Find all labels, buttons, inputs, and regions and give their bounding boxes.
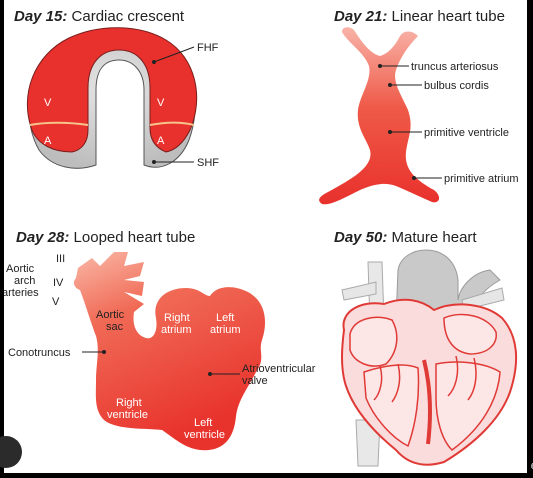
day15-panel: Day 15: Cardiac crescent V V A A FHF SHF — [14, 8, 219, 169]
left-atrium-outline — [443, 313, 497, 355]
fhf-leader — [153, 46, 195, 63]
right-ventricle-label-2: ventricle — [107, 409, 148, 421]
left-ventricle-outline — [435, 361, 501, 451]
heart-development-figure: Day 15: Cardiac crescent V V A A FHF SHF… — [4, 8, 519, 467]
truncus-leader-dot — [378, 64, 382, 68]
day28-panel: Day 28: Looped heart tube Aortic arch ar… — [4, 229, 316, 451]
shf-label: SHF — [197, 157, 219, 169]
fhf-region — [26, 27, 198, 153]
va-divider-right — [149, 121, 195, 126]
atrium-label: primitive atrium — [444, 173, 519, 185]
a-left-label: A — [44, 135, 52, 147]
tricuspid-valve-leaflet — [373, 363, 401, 403]
day21-panel: Day 21: Linear heart tube truncus arteri… — [319, 8, 519, 205]
av-valve-leader-dot — [208, 372, 212, 376]
truncus-label: truncus arteriosus — [411, 61, 499, 73]
right-atrium-label-1: Right — [164, 312, 190, 324]
arch-v-label: V — [52, 296, 60, 308]
left-ventricle-label-1: Left — [194, 417, 212, 429]
fhf-label: FHF — [197, 42, 219, 54]
right-atrium-label-2: atrium — [161, 324, 192, 336]
va-divider-left — [29, 121, 89, 126]
left-atrium-label-2: atrium — [210, 324, 241, 336]
day28-title: Day 28: Looped heart tube — [16, 229, 195, 246]
day21-title: Day 21: Linear heart tube — [334, 8, 505, 25]
av-valve-label-2: valve — [242, 375, 268, 387]
day15-title: Day 15: Cardiac crescent — [14, 8, 185, 25]
right-ventricle-outline — [363, 364, 420, 448]
shf-leader-dot — [152, 160, 156, 164]
right-ventricle-label-1: Right — [116, 397, 142, 409]
left-ventricle-label-2: ventricle — [184, 429, 225, 441]
day50-panel: Day 50: Mature heart — [334, 229, 518, 467]
v-right-label: V — [157, 97, 165, 109]
aortic-sac-label-2: sac — [106, 321, 124, 333]
atrium-leader-dot — [412, 176, 416, 180]
aortic-arch-label-2: arch — [14, 275, 35, 287]
ventricle-label: primitive ventricle — [424, 127, 509, 139]
mitral-valve-leaflet — [447, 355, 477, 401]
arch-iii-label: III — [56, 253, 65, 265]
pulmonary-vessel-left — [341, 281, 377, 301]
right-atrium-outline — [349, 316, 398, 367]
aortic-arch-label-3: arteries — [4, 287, 39, 299]
a-right-label: A — [157, 135, 165, 147]
interventricular-septum — [422, 359, 433, 445]
v-left-label: V — [44, 97, 52, 109]
day50-title: Day 50: Mature heart — [334, 229, 477, 246]
aortic-arch-label-1: Aortic — [6, 263, 35, 275]
left-atrium-label-1: Left — [216, 312, 234, 324]
looped-heart-tube — [73, 252, 266, 451]
aortic-sac-label-1: Aortic — [96, 309, 125, 321]
bulbus-leader-dot — [388, 83, 392, 87]
conotruncus-leader-dot — [102, 350, 106, 354]
ventricle-leader-dot — [388, 130, 392, 134]
nav-circle-icon[interactable] — [0, 436, 22, 468]
bulbus-label: bulbus cordis — [424, 80, 489, 92]
arch-iv-label: IV — [53, 277, 64, 289]
corner-badge: 68 — [531, 462, 533, 471]
av-valve-label-1: Atrioventricular — [242, 363, 316, 375]
conotruncus-label: Conotruncus — [8, 347, 71, 359]
fhf-leader-dot — [152, 60, 156, 64]
linear-heart-tube — [319, 27, 440, 205]
